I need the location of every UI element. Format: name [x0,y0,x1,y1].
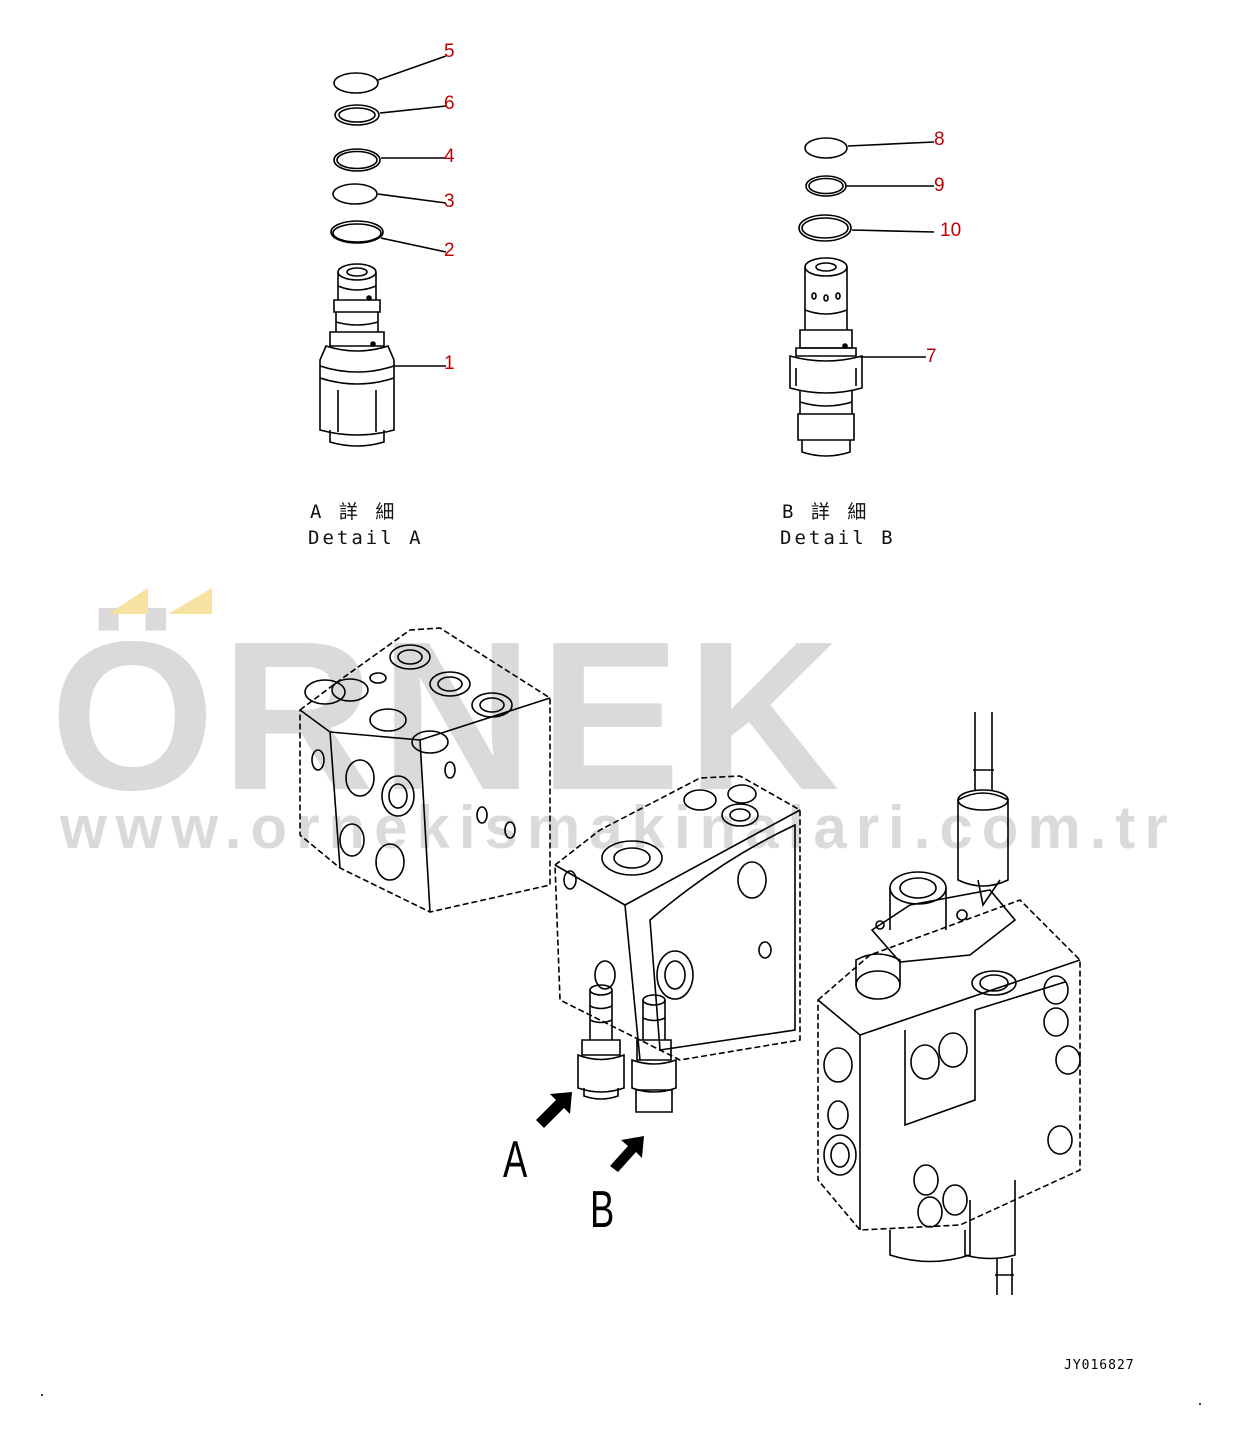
drawing-number: JY016827 [1064,1358,1135,1373]
detail-a-caption-en: Detail A [308,527,424,549]
detail-b-ring-9 [805,175,847,197]
detail-a-ring-4 [333,148,381,172]
callout-4: 4 [444,146,455,167]
callout-9: 9 [934,175,945,196]
detail-a-caption-jp: A 詳 細 [310,501,398,523]
detail-a-seal-5 [333,72,379,94]
detail-b-valve-cartridge-7 [789,257,863,457]
view-label-a: A [503,1131,528,1189]
detail-b-oring-10 [798,214,852,242]
callout-7: 7 [926,346,937,367]
detail-b-caption-jp: B 詳 細 [782,501,870,523]
callout-3: 3 [444,191,455,212]
detail-a-oring-2 [330,220,384,244]
watermark-accent [108,588,212,614]
view-arrow-a [536,1092,572,1128]
installed-cartridge-a [577,984,625,1100]
installed-cartridge-b [631,994,677,1113]
view-arrow-b [610,1136,644,1172]
watermark-url: www.ornekismakinalari.com.tr [60,794,1177,861]
left-valve-block [299,627,551,913]
watermark-brand: ÖRNEK [50,597,846,834]
callout-6: 6 [444,93,455,114]
detail-b-caption-en: Detail B [780,527,896,549]
detail-a-valve-cartridge-1 [319,263,395,447]
centre-valve-block [554,775,801,1061]
callout-10: 10 [940,220,962,241]
callout-2: 2 [444,240,455,261]
callout-8: 8 [934,129,945,150]
detail-b-seal-8 [804,137,848,159]
right-valve-block [817,712,1081,1295]
callout-1: 1 [444,353,455,374]
detail-a-seal-3 [332,183,378,205]
view-label-b: B [590,1181,615,1239]
detail-a-ring-6 [334,104,380,126]
callout-5: 5 [444,41,455,62]
